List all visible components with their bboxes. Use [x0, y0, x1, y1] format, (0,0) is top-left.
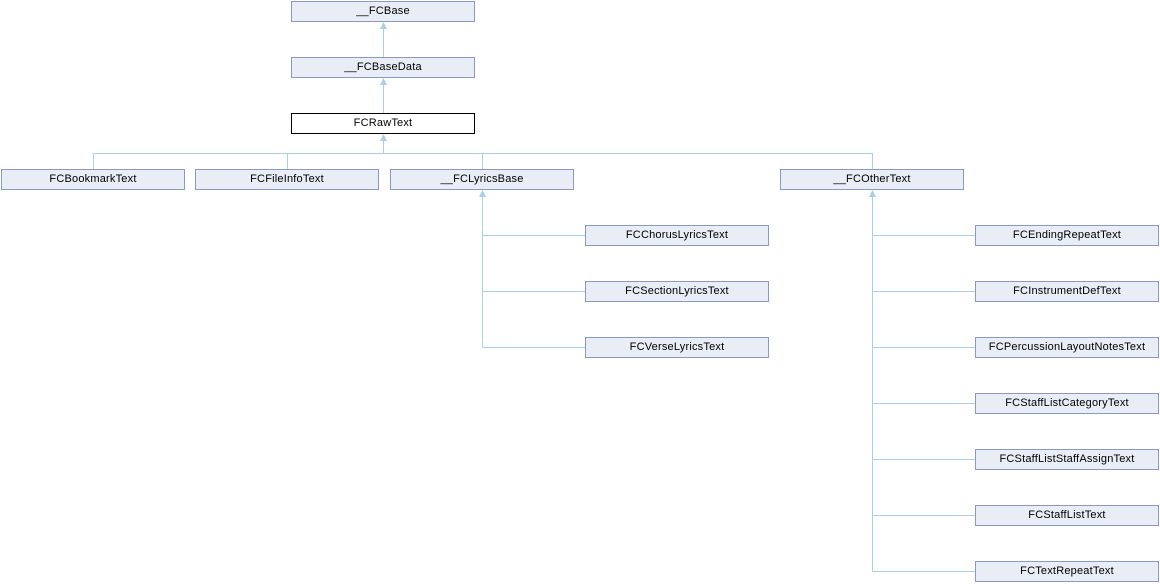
class-name-label: __FCLyricsBase: [440, 173, 524, 185]
class-node-fcverselyricstext[interactable]: FCVerseLyricsText: [585, 337, 769, 358]
class-name-label: FCPercussionLayoutNotesText: [988, 341, 1146, 353]
class-name-label: FCRawText: [353, 117, 413, 129]
class-name-label: FCStaffListText: [1028, 509, 1106, 521]
class-name-label: FCBookmarkText: [49, 173, 137, 185]
class-name-label: FCStaffListStaffAssignText: [999, 453, 1135, 465]
class-node-fctextrepeattext[interactable]: FCTextRepeatText: [975, 561, 1159, 582]
class-node-fcfileinfotext[interactable]: FCFileInfoText: [195, 169, 379, 190]
class-name-label: FCTextRepeatText: [1020, 565, 1114, 577]
class-node-fclyricsbase[interactable]: __FCLyricsBase: [390, 169, 574, 190]
edge-children-to-othertext: [869, 190, 975, 572]
edge-children-to-lyricsbase: [479, 190, 585, 348]
class-name-label: FCChorusLyricsText: [625, 229, 729, 241]
class-node-fcpercussionlayoutnotestext[interactable]: FCPercussionLayoutNotesText: [975, 337, 1159, 358]
class-name-label: __FCBaseData: [344, 61, 422, 73]
edge-rawtext-to-basedata: [380, 78, 387, 113]
class-node-fcchoruslyricstext[interactable]: FCChorusLyricsText: [585, 225, 769, 246]
class-name-label: __FCOtherText: [833, 173, 911, 185]
class-node-fcrawtext-current: FCRawText: [291, 113, 475, 134]
class-node-fcstaffliststaffassigntext[interactable]: FCStaffListStaffAssignText: [975, 449, 1159, 470]
edge-children-to-rawtext: [93, 134, 873, 169]
class-node-fcsectionlyricstext[interactable]: FCSectionLyricsText: [585, 281, 769, 302]
class-name-label: FCInstrumentDefText: [1013, 285, 1121, 297]
class-node-fcbookmarktext[interactable]: FCBookmarkText: [1, 169, 185, 190]
class-name-label: FCVerseLyricsText: [629, 341, 725, 353]
edge-basedata-to-base: [380, 22, 387, 57]
class-node-fcendingrepeattext[interactable]: FCEndingRepeatText: [975, 225, 1159, 246]
class-name-label: __FCBase: [356, 5, 410, 17]
class-name-label: FCFileInfoText: [250, 173, 324, 185]
class-name-label: FCEndingRepeatText: [1012, 229, 1122, 241]
class-name-label: FCSectionLyricsText: [625, 285, 729, 297]
class-node-fcbase[interactable]: __FCBase: [291, 1, 475, 22]
class-node-fcinstrumentdeftext[interactable]: FCInstrumentDefText: [975, 281, 1159, 302]
class-node-fcbasedata[interactable]: __FCBaseData: [291, 57, 475, 78]
class-node-fcothertext[interactable]: __FCOtherText: [780, 169, 964, 190]
class-name-label: FCStaffListCategoryText: [1005, 397, 1129, 409]
class-node-fcstafflistcategorytext[interactable]: FCStaffListCategoryText: [975, 393, 1159, 414]
class-node-fcstafflisttext[interactable]: FCStaffListText: [975, 505, 1159, 526]
